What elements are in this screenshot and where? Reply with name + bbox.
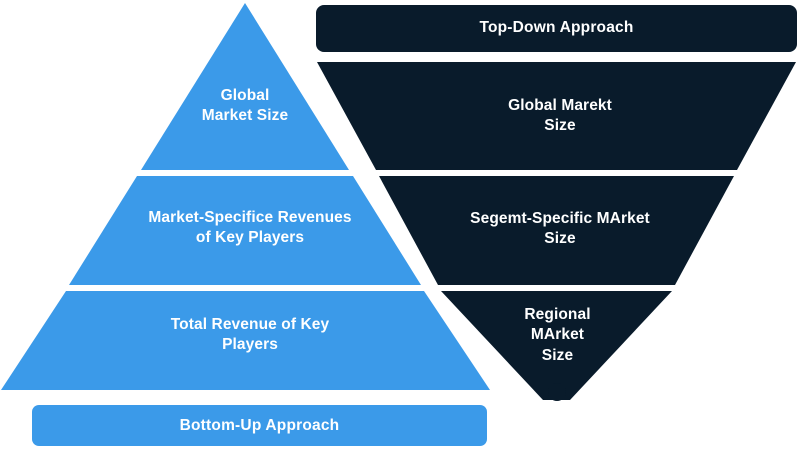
top-down-tier-1-label: Global Marekt Size	[508, 97, 612, 135]
top-down-apex-round	[548, 383, 566, 401]
bottom-up-tier-2-shape[interactable]	[69, 176, 421, 285]
bottom-up-pyramid	[1, 3, 490, 446]
top-down-tier-2-label: Segemt-Specific MArket Size	[470, 210, 650, 248]
bottom-up-tier-1-shape[interactable]	[141, 3, 349, 170]
top-down-banner-shape[interactable]	[316, 5, 797, 52]
top-down-pyramid	[316, 5, 797, 401]
bottom-up-tier-3-shape[interactable]	[1, 291, 490, 390]
bottom-up-tier-3-label: Total Revenue of Key Players	[170, 316, 330, 354]
bottom-up-tier-1-label: Global Market Size	[201, 87, 289, 125]
top-down-tier-1-shape[interactable]	[317, 62, 796, 170]
top-down-tier-3-label: Regional MArket Size	[524, 306, 591, 364]
top-down-banner-label[interactable]: Top-Down Approach	[479, 19, 634, 36]
top-down-tier-3-shape[interactable]	[441, 291, 672, 400]
bottom-up-banner-label[interactable]: Bottom-Up Approach	[179, 417, 340, 434]
top-down-tier-2-shape[interactable]	[379, 176, 734, 285]
bottom-up-banner-shape[interactable]	[32, 405, 487, 446]
bottom-up-tier-2-label: Market-Specifice Revenues of Key Players	[148, 209, 352, 247]
